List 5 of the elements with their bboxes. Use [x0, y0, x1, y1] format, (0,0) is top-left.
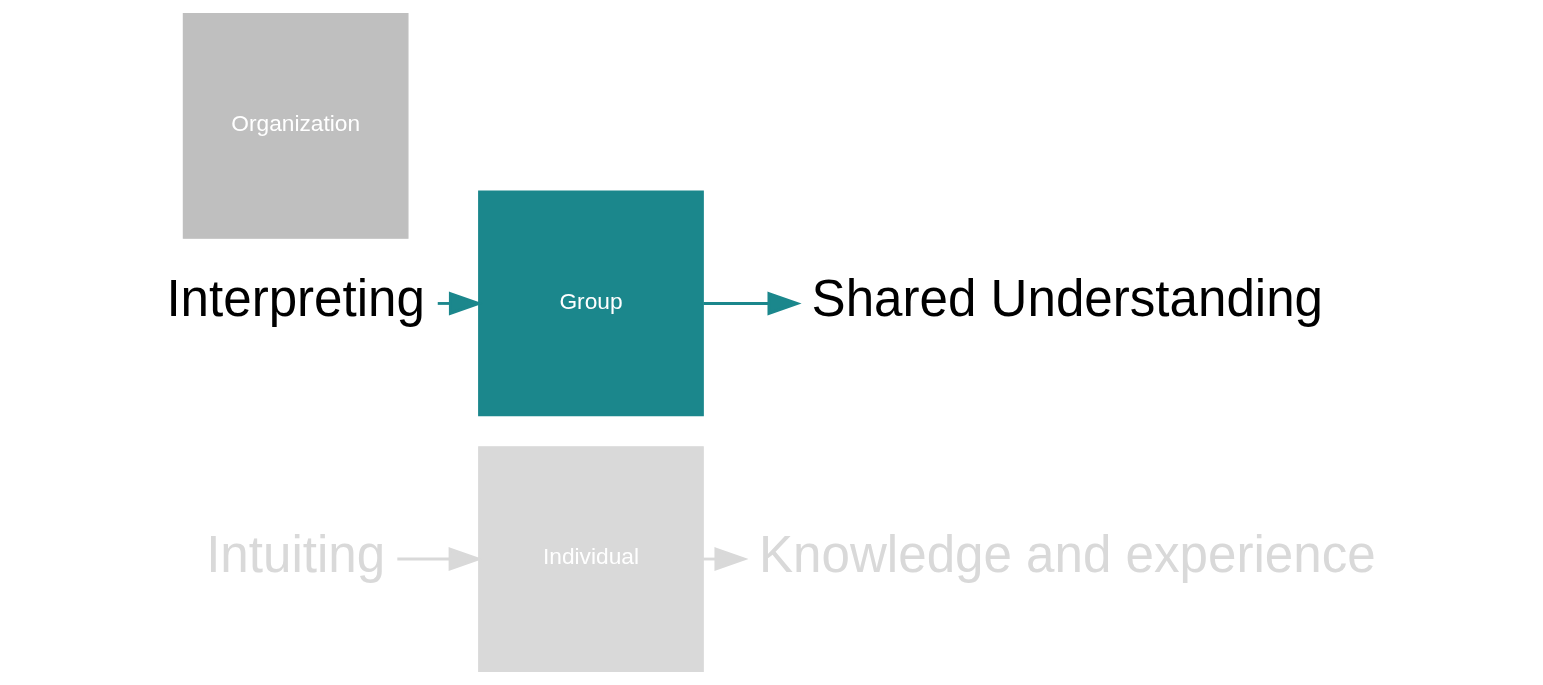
node-text: Shared Understanding	[811, 269, 1323, 327]
node-box: Group	[477, 190, 704, 417]
node-box: Organization	[182, 13, 409, 239]
arrow	[702, 291, 802, 316]
node-text: Interpreting	[165, 269, 425, 327]
